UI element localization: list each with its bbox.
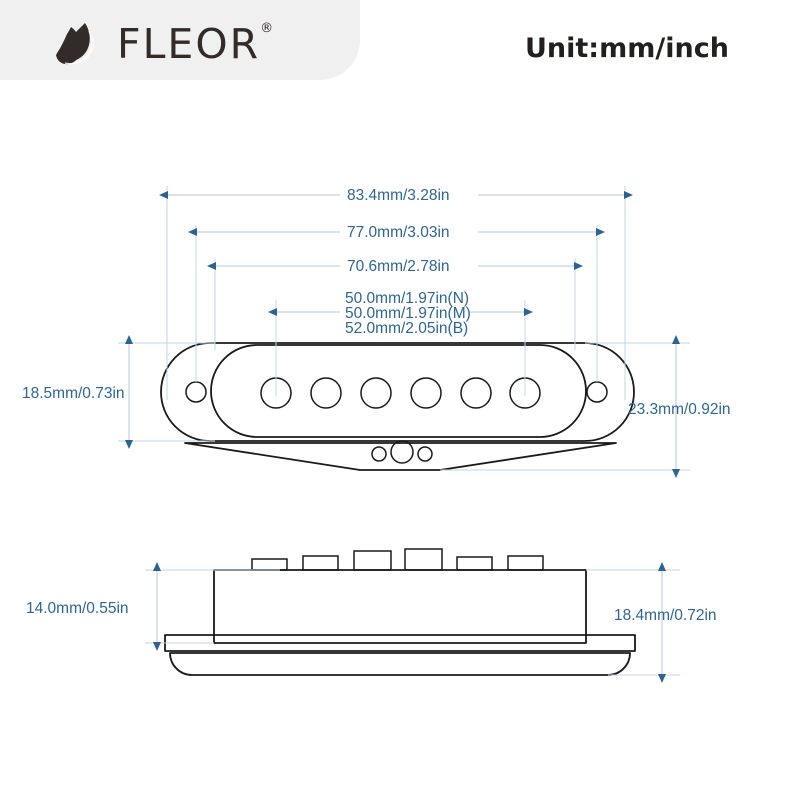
dimension-label-pole-spacing-bridge: 52.0mm/2.05in(B) [345,320,468,337]
pole-piece [360,377,392,409]
unit-label: Unit:mm/inch [525,33,729,64]
pole-piece [460,377,492,409]
pole-tab [251,558,288,571]
pole-tab [302,555,339,571]
brand-logo: FLEOR ® [55,18,273,70]
dimension-label-mount-hole-span: 77.0mm/3.03in [347,224,450,241]
top-view-dimensions: 83.4mm/3.28in 77.0mm/3.03in 70.6mm/2.78i… [22,186,731,478]
leaf-icon [56,23,95,65]
brand-name: FLEOR [117,19,261,68]
registered-mark: ® [260,20,276,36]
pickup-inner-body [210,344,587,438]
side-view-part [164,548,636,676]
header-banner [0,0,360,80]
top-view-part [160,342,635,471]
dimension-label-overall-height: 18.4mm/0.72in [614,607,717,624]
pole-tab [404,548,443,571]
dimension-label-pole-spacing-neck: 50.0mm/1.97in(N) [345,290,469,307]
pole-tab [353,550,392,571]
pole-tab [456,556,493,571]
dimension-label-right-height: 23.3mm/0.92in [628,401,731,418]
side-view-dimensions: 14.0mm/0.55in 18.4mm/0.72in [26,562,717,683]
mounting-hole-left [185,381,207,403]
dimension-label-body-height: 14.0mm/0.55in [26,600,129,617]
pickup-outer-shell [160,342,635,442]
dimension-label-pole-spacing-middle: 50.0mm/1.97in(M) [345,305,471,322]
dimension-label-left-height: 18.5mm/0.73in [22,385,125,402]
pole-tab [507,555,544,571]
lead-hole-center [390,440,414,464]
dimension-label-overall-width: 83.4mm/3.28in [347,187,450,204]
brand-name-wrap: FLEOR ® [117,22,273,65]
dimension-label-inner-body-width: 70.6mm/2.78in [347,258,450,275]
pole-piece [410,377,442,409]
bottom-bobbin [169,652,631,676]
pole-piece [310,377,342,409]
baseplate [164,634,636,652]
lead-hole-right [417,446,433,462]
pickup-side-body [213,569,587,644]
lead-tab [184,442,617,471]
lead-hole-left [371,446,387,462]
mounting-hole-right [586,381,608,403]
